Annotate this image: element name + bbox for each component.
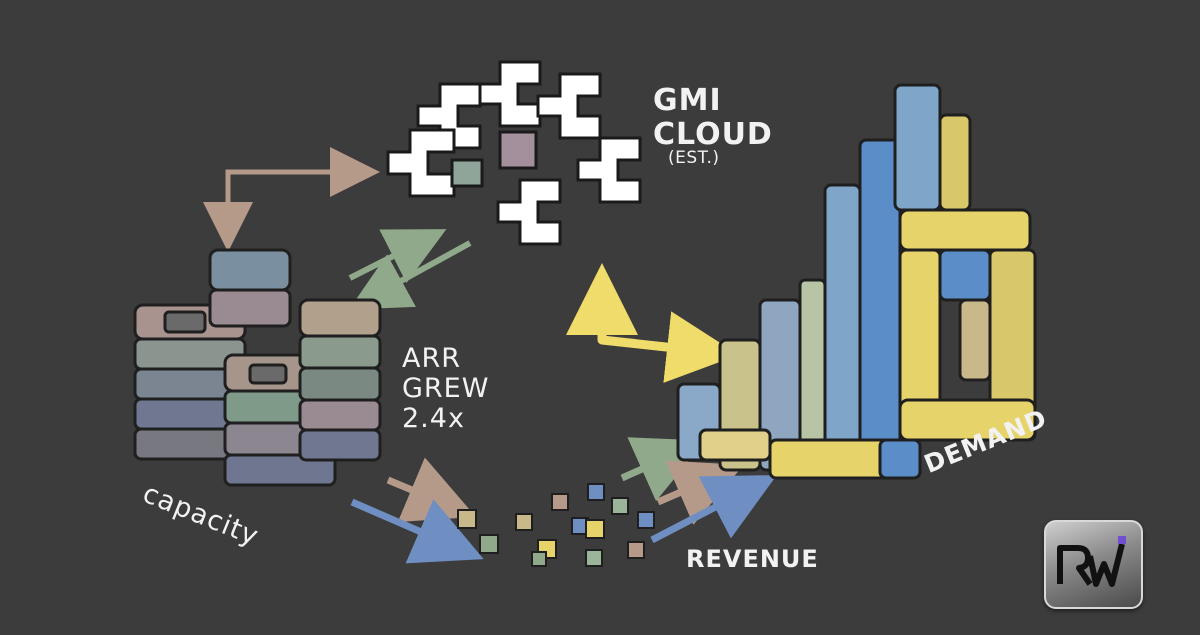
cloud-link-arrows	[350, 240, 470, 298]
capacity-to-revenue-arrows	[352, 480, 458, 548]
cloud-glyph-core-2	[452, 160, 482, 186]
arr-line2: GREW	[402, 374, 489, 404]
gmi-cloud-graphic	[388, 62, 640, 244]
capacity-blocks	[135, 250, 380, 485]
cloud-glyph-core	[500, 132, 536, 168]
rw-logo-icon	[1046, 522, 1141, 607]
cloud-glyph-2	[538, 74, 600, 138]
gmi-title-line2: CLOUD	[653, 118, 773, 152]
feedback-arrow	[228, 172, 360, 232]
cloud-glyph-1	[478, 62, 540, 126]
cloud-glyph-5	[578, 138, 640, 202]
gmi-cloud-subtitle: (EST.)	[668, 148, 720, 168]
cloud-glyph-4	[388, 130, 454, 196]
rw-logo	[1044, 520, 1143, 609]
revenue-label: REVENUE	[686, 545, 819, 573]
cloud-demand-arrow	[602, 290, 712, 352]
gmi-title-line1: GMI	[653, 84, 773, 118]
arr-line3: 2.4x	[402, 404, 489, 434]
arr-growth-label: ARR GREW 2.4x	[402, 344, 489, 434]
arr-line1: ARR	[402, 344, 489, 374]
gmi-cloud-title: GMI CLOUD	[653, 84, 773, 152]
cloud-glyph-6	[498, 180, 560, 244]
revenue-cubes	[458, 484, 654, 566]
